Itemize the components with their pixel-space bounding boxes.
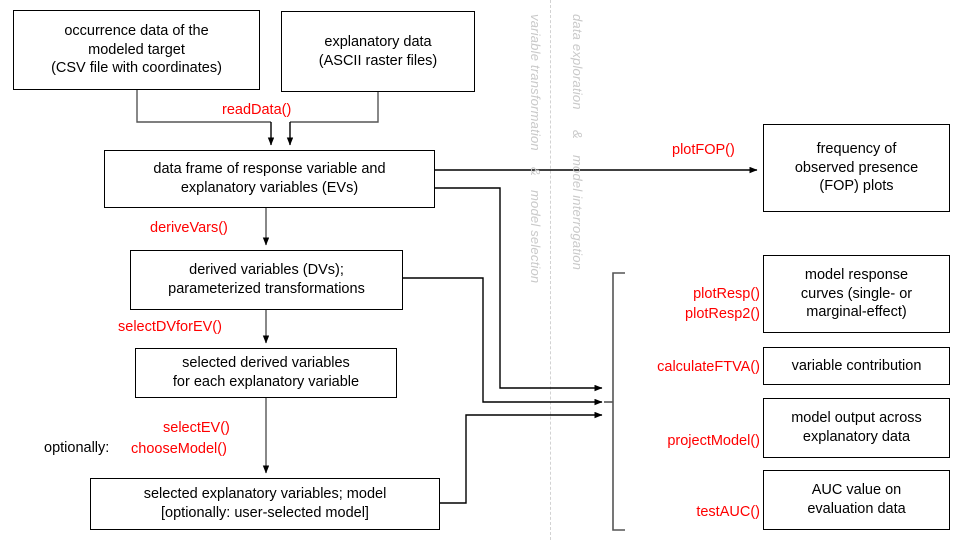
box-selected-explanatory-variables: selected explanatory variables; model[op…: [90, 478, 440, 530]
label-projectmodel: projectModel(): [667, 433, 760, 449]
edge-explanatory-to-dataframe: [290, 92, 379, 123]
annotation-left-phase-part1: variable transformation: [528, 14, 543, 151]
annotation-right-phase-part2: model interrogation: [570, 155, 585, 271]
edge-derivedvars-to-bracket: [403, 277, 603, 406]
annotation-right-phase-part1: data exploration: [570, 14, 585, 110]
phase-divider: [550, 0, 551, 540]
label-derivevars: deriveVars(): [150, 220, 228, 236]
box-derived-variables: derived variables (DVs);parameterized tr…: [130, 250, 403, 310]
box-explanatory-data-text: explanatory data(ASCII raster files): [318, 33, 438, 69]
box-derived-variables-text: derived variables (DVs);parameterized tr…: [168, 262, 365, 297]
label-selectdvforev: selectDVforEV(): [118, 319, 222, 335]
box-variable-contribution-text: variable contribution: [791, 357, 922, 374]
label-selectev: selectEV(): [163, 420, 230, 436]
box-variable-contribution: variable contribution: [763, 347, 950, 385]
output-group-bracket: [612, 272, 625, 531]
annotation-left-phase-part2: model selection: [528, 190, 543, 284]
box-selected-explanatory-variables-text: selected explanatory variables; model[op…: [143, 486, 387, 521]
label-plotresp: plotResp(): [693, 286, 760, 302]
annotation-left-phase-amp: &: [528, 167, 543, 176]
box-explanatory-data: explanatory data(ASCII raster files): [281, 11, 475, 92]
label-testauc: testAUC(): [696, 504, 760, 520]
label-readdata: readData(): [222, 102, 292, 118]
edge-selectedev-to-bracket: [440, 411, 603, 504]
label-calculateftva: calculateFTVA(): [657, 359, 760, 375]
label-optionally: optionally:: [44, 440, 110, 456]
label-plotfop: plotFOP(): [672, 142, 735, 158]
annotation-right-phase-amp: &: [570, 130, 585, 139]
label-choosemodel: chooseModel(): [131, 441, 227, 457]
label-plotresp2: plotResp2(): [685, 306, 760, 322]
